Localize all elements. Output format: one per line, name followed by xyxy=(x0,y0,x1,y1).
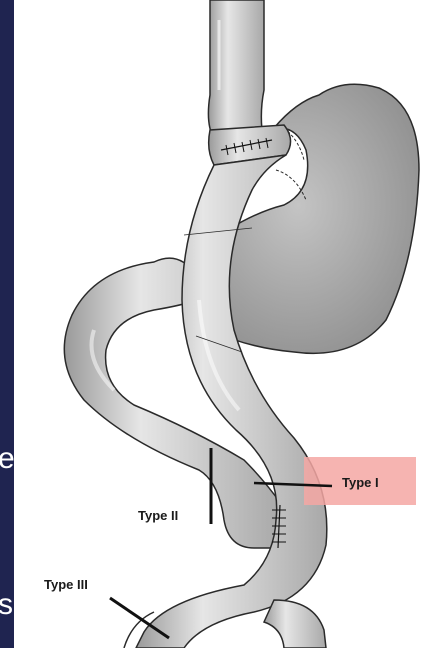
slide-background-edge xyxy=(0,0,14,648)
cropped-slide-text: e xyxy=(0,444,14,474)
esophagus xyxy=(208,0,264,135)
type-ii-label: Type II xyxy=(138,508,178,523)
type-i-label: Type I xyxy=(342,475,379,490)
type-iii-label: Type III xyxy=(44,577,88,592)
anatomy-illustration: Type I Type II Type III xyxy=(14,0,432,648)
cropped-slide-text: s xyxy=(0,590,14,620)
roux-en-y-diagram: Type I Type II Type III xyxy=(14,0,432,648)
